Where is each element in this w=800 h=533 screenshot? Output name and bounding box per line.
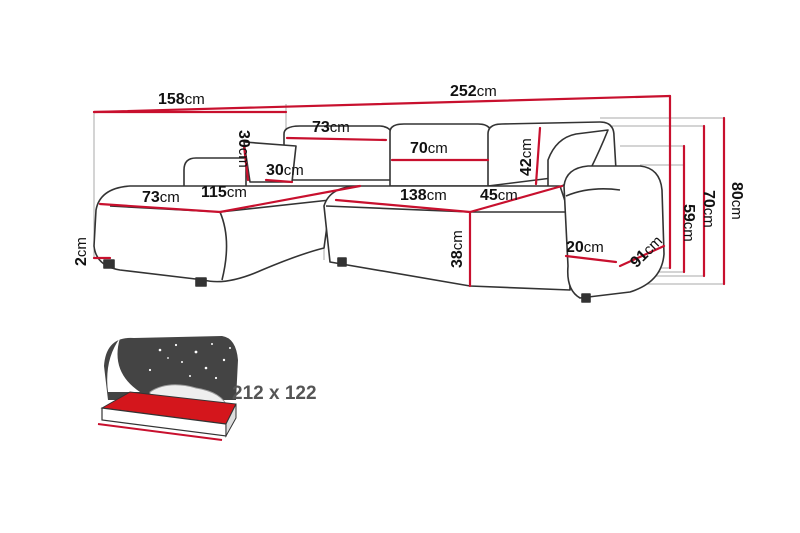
dim-20: 20cm xyxy=(566,239,604,256)
dim-2: 2cm xyxy=(73,237,90,266)
dim-38: 38cm xyxy=(449,230,466,268)
dim-138: 138cm xyxy=(400,187,447,204)
dim-80: 80cm xyxy=(728,182,745,220)
dim-30-horizontal: 30cm xyxy=(266,162,304,179)
dim-42: 42cm xyxy=(518,138,535,176)
dim-252: 252cm xyxy=(450,83,497,100)
sofa-outline xyxy=(93,121,665,303)
dim-59: 59cm xyxy=(680,204,697,242)
dim-158: 158cm xyxy=(158,91,205,108)
dim-45: 45cm xyxy=(480,187,518,204)
dim-70-height: 70cm xyxy=(700,190,717,228)
dim-70-back: 70cm xyxy=(410,140,448,157)
star-icon xyxy=(148,343,231,380)
bed-icon xyxy=(97,336,238,441)
dim-115: 115cm xyxy=(201,184,247,201)
dim-30-vertical: 30cm xyxy=(235,130,252,168)
dim-73-left: 73cm xyxy=(142,189,180,206)
bed-size-label: 212 x 122 xyxy=(232,383,317,404)
dim-73-top: 73cm xyxy=(312,119,350,136)
measure-lines xyxy=(92,94,726,288)
